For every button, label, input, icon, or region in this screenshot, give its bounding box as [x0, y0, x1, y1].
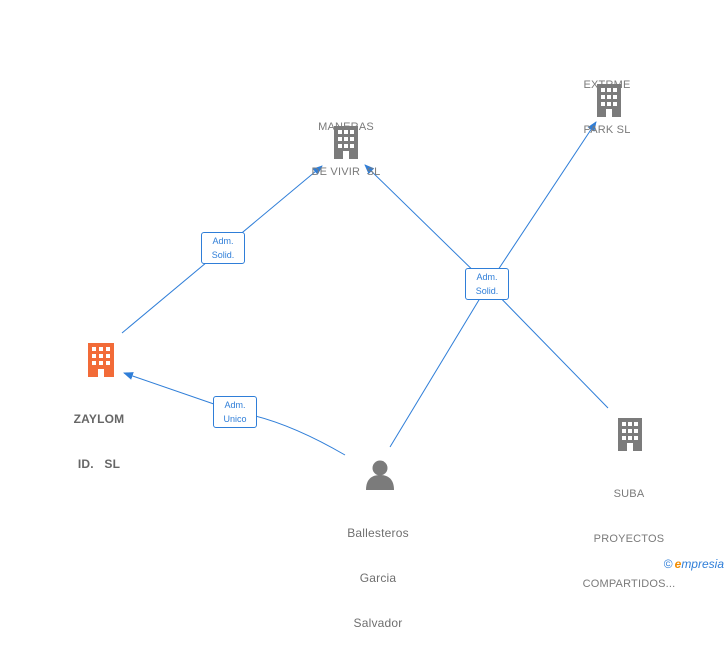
- edge-label-zaylom-maneras: Adm. Solid.: [201, 232, 245, 264]
- label-line: ZAYLOM: [73, 412, 125, 426]
- label-line: ID. SL: [77, 457, 121, 471]
- badge-line: Adm.: [212, 236, 234, 246]
- building-icon: [597, 84, 621, 117]
- label-line: DE VIVIR SL: [311, 166, 381, 178]
- label-line: COMPARTIDOS...: [582, 578, 676, 590]
- label-line: Garcia: [359, 571, 397, 585]
- edge-person-hub: [389, 284, 489, 448]
- building-icon: [618, 418, 642, 451]
- edge-label-person-zaylom: Adm. Unico: [213, 396, 257, 428]
- logo-brand-first: e: [674, 557, 682, 571]
- badge-line: Unico: [223, 414, 247, 424]
- label-line: PROYECTOS: [593, 533, 665, 545]
- empresia-logo: ©empresia: [664, 557, 724, 571]
- badge-line: Solid.: [211, 250, 235, 260]
- node-label-zaylom: ZAYLOM ID. SL: [59, 382, 139, 487]
- node-label-suba: SUBA PROYECTOS COMPARTIDOS...: [569, 457, 689, 607]
- label-line: EXTRME: [583, 79, 631, 91]
- badge-line: Adm.: [476, 272, 498, 282]
- edge-label-hub: Adm. Solid.: [465, 268, 509, 300]
- copyright-symbol: ©: [663, 557, 673, 571]
- edge-suba-hub: [487, 284, 609, 409]
- label-line: SUBA: [613, 488, 645, 500]
- node-label-maneras: MANERAS DE VIVIR SL: [296, 90, 396, 195]
- label-line: MANERAS: [318, 121, 374, 133]
- edge-hub-maneras: [364, 164, 489, 286]
- relationship-graph: [88, 84, 642, 490]
- label-line: Ballesteros: [347, 526, 409, 540]
- edge-hub-extrme: [487, 121, 597, 286]
- label-line: PARK SL: [583, 124, 631, 136]
- badge-line: Solid.: [475, 286, 499, 296]
- person-icon: [366, 460, 394, 490]
- label-line: Salvador: [353, 616, 403, 630]
- building-icon-highlight: [88, 343, 114, 377]
- logo-brand-rest: mpresia: [681, 557, 724, 571]
- node-label-extrme: EXTRME PARK SL: [567, 48, 647, 153]
- node-label-ballesteros: Ballesteros Garcia Salvador: [328, 496, 428, 646]
- badge-line: Adm.: [224, 400, 246, 410]
- building-icon: [334, 126, 358, 159]
